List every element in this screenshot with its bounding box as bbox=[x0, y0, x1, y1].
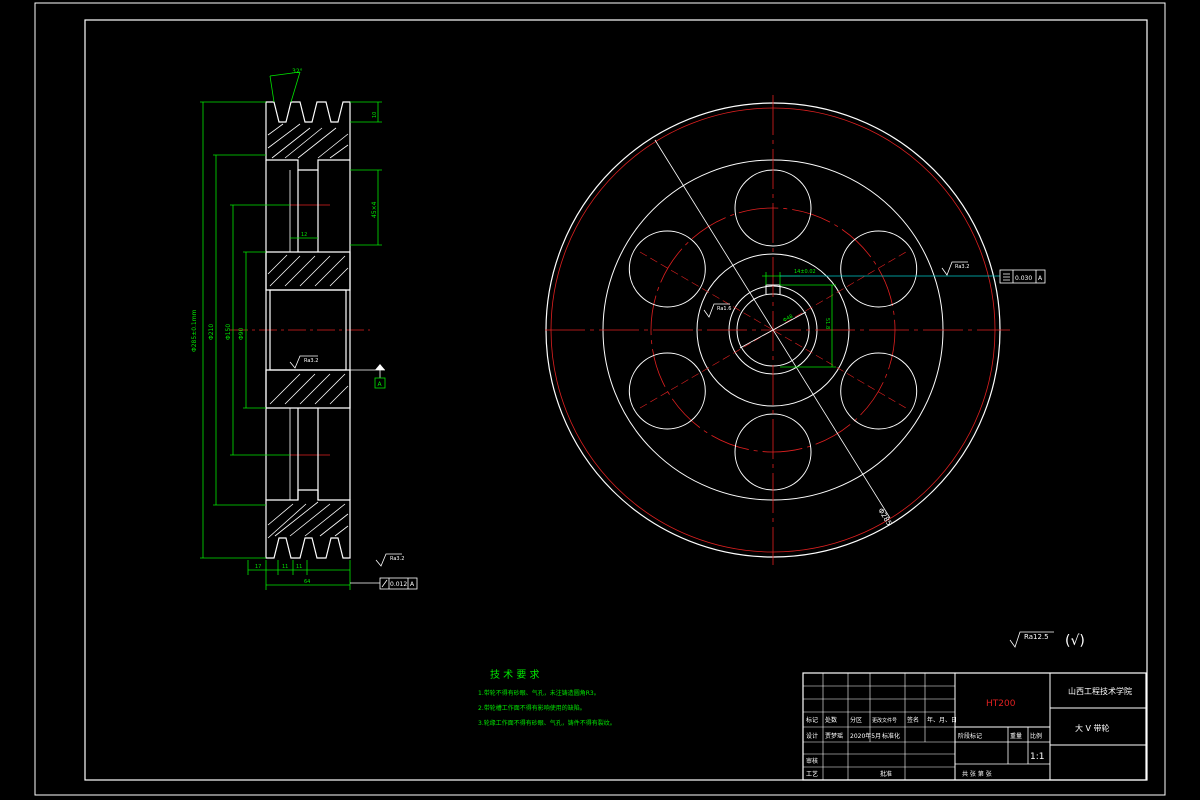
row-mark-3: 分区 bbox=[850, 716, 862, 724]
row-mark-2: 处数 bbox=[825, 716, 837, 724]
design-date: 2020年5月 bbox=[850, 732, 881, 740]
roughness-symbol-hub bbox=[289, 355, 318, 369]
general-roughness-suffix: (√) bbox=[1065, 633, 1085, 649]
key-width-label: 14±0.02 bbox=[794, 269, 816, 275]
row-mark-1: 标记 bbox=[806, 716, 818, 724]
dim-bottom1: 17 bbox=[255, 564, 261, 570]
front-diag-centerline-1 bbox=[639, 251, 907, 409]
general-roughness: Ra12.5 (√) bbox=[1009, 631, 1085, 649]
title-block: HT200 山西工程技术学院 大 V 带轮 标记 处数 分区 更改文件号 签名 … bbox=[802, 672, 1147, 781]
roughness-bore-label: Ra1.6 bbox=[717, 306, 731, 312]
key-depth-label: 51.8 bbox=[824, 318, 830, 329]
front-diag-centerline-2 bbox=[639, 251, 907, 409]
roughness-right-label: Ra3.2 bbox=[390, 556, 404, 562]
stage-label: 阶段标记 bbox=[958, 732, 982, 740]
datum-box bbox=[374, 377, 386, 389]
hole bbox=[628, 352, 706, 430]
tech-req-item-3: 3.轮缘工作面不得有砂眼、气孔，铸件不得有裂纹。 bbox=[478, 719, 616, 727]
web-lower-outline bbox=[297, 408, 319, 500]
row-mark-5: 签名 bbox=[907, 716, 919, 724]
roughness-key-label: Ra3.2 bbox=[955, 264, 969, 270]
dim-d4: Φ90 bbox=[238, 327, 245, 340]
approve-label: 批准 bbox=[880, 770, 892, 778]
process-label: 工艺 bbox=[806, 770, 818, 778]
hub-upper bbox=[265, 251, 351, 291]
dim-top-small: 10 bbox=[372, 112, 378, 118]
datum-triangle bbox=[375, 364, 385, 370]
dim-pitch-dia: Φ285±0.1mm bbox=[191, 309, 198, 352]
dim-bottom3: 11 bbox=[296, 564, 302, 570]
tb-left-grid bbox=[803, 673, 955, 780]
upper-rim-hatch bbox=[267, 123, 349, 159]
hole bbox=[840, 352, 918, 430]
sheets-label: 共 张 第 张 bbox=[962, 770, 992, 778]
side-section-view: 32° Φ285±0.1mm Φ210 Φ150 Φ90 45×4 10 12 … bbox=[191, 68, 418, 590]
hole bbox=[628, 230, 706, 308]
tolerance-datum: A bbox=[1038, 275, 1043, 282]
hub-lower-hatch bbox=[269, 373, 349, 405]
tech-req-title: 技 术 要 求 bbox=[490, 668, 540, 681]
designer-name: 贾梦瑶 bbox=[825, 732, 843, 740]
general-roughness-value: Ra12.5 bbox=[1024, 633, 1049, 641]
runout-arrow-icon bbox=[381, 579, 388, 588]
bore-dia-label: Φ48 bbox=[782, 314, 794, 324]
datum-label: A bbox=[378, 381, 383, 388]
outer-dia-label: Φ285 bbox=[876, 507, 893, 527]
school-name: 山西工程技术学院 bbox=[1068, 686, 1132, 696]
hub-lower bbox=[265, 369, 351, 409]
bore-dia-dim-line bbox=[739, 311, 807, 349]
lower-rim-outline bbox=[265, 489, 351, 559]
title-block-frame bbox=[802, 672, 1147, 781]
std-label: 标准化 bbox=[882, 732, 900, 740]
runout-value: 0.012 bbox=[390, 581, 407, 588]
side-dimension-lines bbox=[200, 71, 382, 590]
roughness-symbol-key bbox=[941, 261, 968, 276]
tech-req-item-1: 1.带轮不得有砂眼、气孔，未注铸造圆角R3。 bbox=[478, 689, 600, 697]
outer-dia-dim-line bbox=[654, 139, 891, 519]
lightening-holes bbox=[628, 169, 918, 491]
lower-rim-hatch bbox=[267, 501, 349, 539]
weight-label: 重量 bbox=[1010, 732, 1022, 740]
technical-requirements: 技 术 要 求 1.带轮不得有砂眼、气孔，未注铸造圆角R3。 2.带轮槽工作面不… bbox=[478, 668, 616, 727]
inner-frame bbox=[84, 19, 1148, 781]
runout-datum: A bbox=[410, 581, 415, 588]
dim-d2: Φ210 bbox=[208, 324, 215, 340]
tolerance-value: 0.030 bbox=[1015, 275, 1032, 282]
dim-bottom2: 11 bbox=[282, 564, 288, 570]
dim-width: 64 bbox=[304, 579, 310, 585]
dim-hub-bore: 45×4 bbox=[371, 201, 378, 218]
hub-upper-hatch bbox=[267, 254, 349, 287]
dim-d3: Φ150 bbox=[225, 324, 232, 340]
roughness-symbol-bore bbox=[703, 303, 730, 318]
front-view: Φ285 Φ48 14±0.02 51.8 0.030 A Ra3.2 Ra1.… bbox=[545, 95, 1046, 565]
scale-value: 1:1 bbox=[1030, 752, 1044, 762]
tech-req-item-2: 2.带轮槽工作面不得有影响使用的缺陷。 bbox=[478, 704, 586, 712]
review-label: 审核 bbox=[806, 757, 818, 765]
tolerance-frame bbox=[999, 269, 1046, 284]
material-label: HT200 bbox=[986, 699, 1016, 709]
roughness-symbol-right bbox=[375, 553, 402, 567]
groove-angle-label: 32° bbox=[292, 68, 303, 75]
outer-frame bbox=[34, 2, 1166, 796]
dim-groove-depth: 12 bbox=[301, 232, 307, 238]
upper-rim-outline bbox=[265, 101, 351, 171]
keyway bbox=[765, 284, 781, 294]
runout-frame bbox=[379, 577, 418, 590]
symmetry-icon bbox=[1003, 273, 1010, 281]
web-outline bbox=[265, 160, 351, 500]
roughness-hub-label: Ra3.2 bbox=[304, 358, 318, 364]
hole bbox=[840, 230, 918, 308]
row-mark-4: 更改文件号 bbox=[872, 717, 897, 724]
part-name: 大 V 带轮 bbox=[1075, 723, 1110, 733]
row-mark-6: 年、月、日 bbox=[927, 716, 957, 724]
scale-label: 比例 bbox=[1030, 732, 1042, 740]
roughness-symbol-general bbox=[1009, 631, 1054, 648]
design-label: 设计 bbox=[806, 732, 818, 740]
